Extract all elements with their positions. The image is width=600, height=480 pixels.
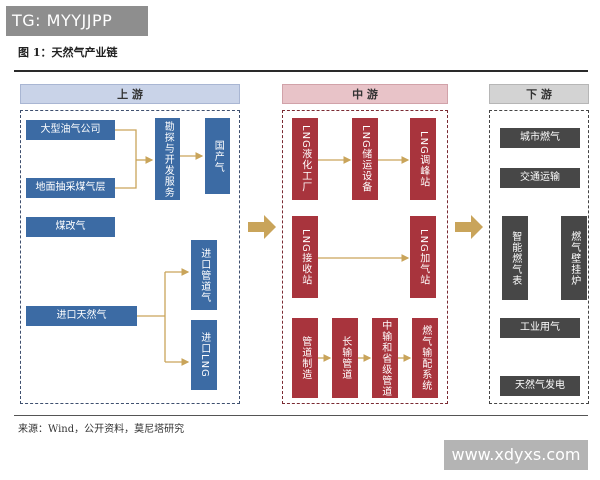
watermark-bottom-right: www.xdyxs.com	[444, 440, 588, 470]
node-lng-peak-shaving: LNG调峰站	[410, 118, 436, 200]
bottom-rule	[14, 415, 588, 416]
node-imported-lng: 进口LNG	[191, 320, 217, 390]
node-pipeline-manufacturing: 管道制造	[292, 318, 318, 398]
header-upstream: 上 游	[20, 84, 240, 104]
node-domestic-gas: 国产气	[205, 118, 230, 194]
node-imported-gas: 进口天然气	[26, 306, 137, 326]
node-gas-distribution-system: 燃气输配系统	[412, 318, 438, 398]
node-transportation: 交通运输	[500, 168, 580, 188]
stage-arrow-up-to-mid	[248, 215, 276, 239]
watermark-top-left: TG: MYYJJPP	[6, 6, 148, 36]
figure-source: 来源：Wind，公开资料，莫尼塔研究	[18, 424, 185, 435]
node-long-pipeline: 长输管道	[332, 318, 358, 398]
node-coal-to-gas: 煤改气	[26, 217, 115, 237]
panel-upstream	[20, 110, 240, 404]
header-midstream: 中 游	[282, 84, 448, 104]
connector-upstream-merge	[115, 129, 137, 189]
node-lng-storage: LNG储运设备	[352, 118, 378, 200]
node-large-oil-gas-company: 大型油气公司	[26, 120, 115, 140]
node-gas-power: 天然气发电	[500, 376, 580, 396]
node-lng-liquefaction: LNG液化工厂	[292, 118, 318, 200]
panel-downstream	[489, 110, 589, 404]
header-downstream: 下 游	[489, 84, 589, 104]
node-coalbed-methane: 地面抽采煤气层	[26, 178, 115, 198]
node-imported-pipeline-gas: 进口管道气	[191, 240, 217, 310]
node-lng-filling: LNG加气站	[410, 216, 436, 298]
node-lng-receiving: LNG接收站	[292, 216, 318, 298]
node-trunk-provincial-pipeline: 中输和省级管道	[372, 318, 398, 398]
top-rule	[14, 70, 588, 72]
node-city-gas: 城市燃气	[500, 128, 580, 148]
node-smart-gas-meter: 智能燃气表	[502, 216, 528, 300]
figure-title: 图 1：天然气产业链	[18, 46, 118, 59]
panel-midstream	[282, 110, 448, 404]
stage-arrow-mid-to-down	[455, 215, 483, 239]
node-industrial-gas: 工业用气	[500, 318, 580, 338]
node-exploration-services: 勘探与开发服务	[155, 118, 180, 200]
node-wall-hung-boiler: 燃气壁挂炉	[561, 216, 587, 300]
